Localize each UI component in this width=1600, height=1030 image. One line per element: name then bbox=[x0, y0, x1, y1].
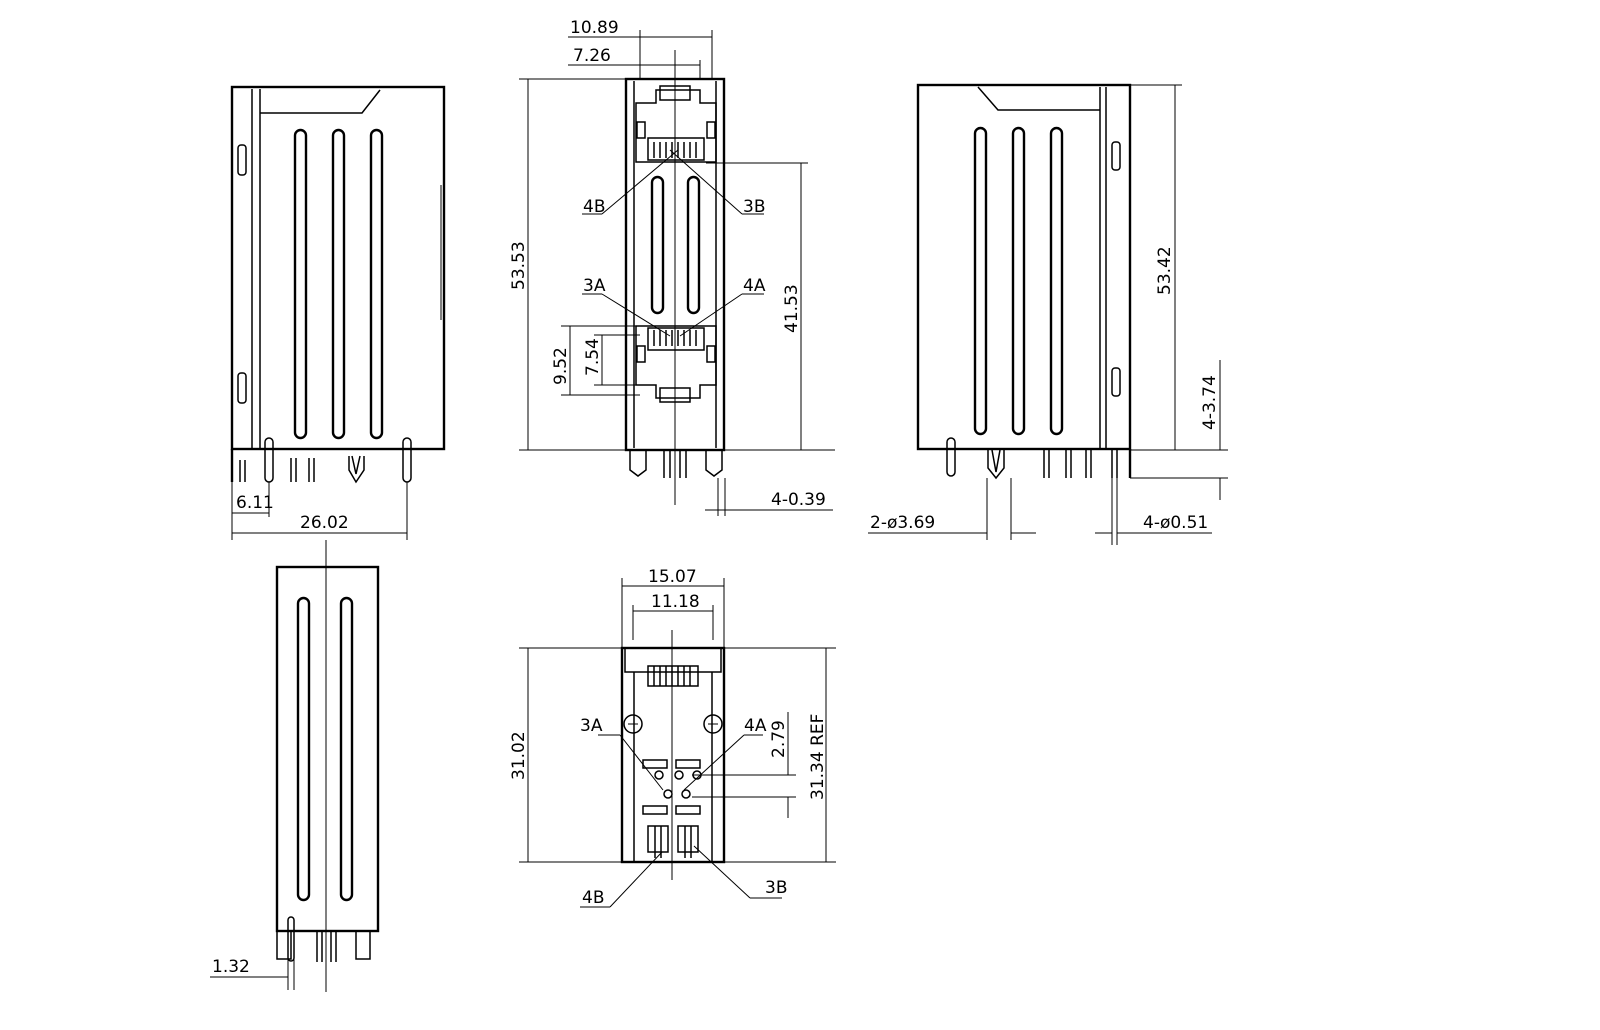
dim-port-inner: 7.54 bbox=[583, 338, 603, 376]
label-4a: 4A bbox=[743, 276, 766, 296]
label-4b: 4B bbox=[582, 888, 604, 908]
dim-depth: 31.02 bbox=[509, 731, 529, 780]
dim-top-inner: 7.26 bbox=[573, 46, 611, 66]
bottom-view: 15.07 11.18 31.02 31.34 REF 2.79 3A 4A 4… bbox=[509, 567, 836, 908]
dim-hole-offset: 2.79 bbox=[769, 720, 789, 758]
dim-pin-dia: 4-0.39 bbox=[771, 490, 826, 510]
dim-height: 53.42 bbox=[1155, 246, 1175, 295]
side-view-left: 6.11 26.02 bbox=[230, 85, 446, 540]
dim-pin-dia: 4-ø0.51 bbox=[1143, 513, 1208, 533]
label-3a: 3A bbox=[580, 716, 603, 736]
dim-port-spacing: 41.53 bbox=[782, 284, 802, 333]
label-4b: 4B bbox=[583, 197, 605, 217]
dim-width: 26.02 bbox=[300, 513, 349, 533]
comb-contacts bbox=[647, 665, 699, 687]
label-3b: 3B bbox=[743, 197, 765, 217]
dim-peg-dia: 2-ø3.69 bbox=[870, 513, 935, 533]
dim-port-outer: 9.52 bbox=[551, 347, 571, 385]
dim-pin-offset: 1.32 bbox=[212, 957, 250, 977]
dim-depth-ref: 31.34 REF bbox=[808, 714, 828, 800]
dim-top-outer: 10.89 bbox=[570, 18, 619, 38]
side-view-right: 53.42 4-3.74 2-ø3.69 4-ø0.51 bbox=[868, 83, 1228, 545]
label-3a: 3A bbox=[583, 276, 606, 296]
label-3b: 3B bbox=[765, 878, 787, 898]
end-view: 1.32 bbox=[210, 540, 380, 992]
label-4a: 4A bbox=[744, 716, 767, 736]
dim-width-outer: 15.07 bbox=[648, 567, 697, 587]
dim-height: 53.53 bbox=[509, 241, 529, 290]
dim-offset: 6.11 bbox=[236, 493, 274, 513]
contacts-bottom bbox=[653, 330, 697, 346]
dim-width-inner: 11.18 bbox=[651, 592, 700, 612]
front-view: 10.89 7.26 53.53 41.53 9.52 7.54 4-0.39 … bbox=[509, 18, 835, 516]
dim-pin-length: 4-3.74 bbox=[1200, 375, 1220, 430]
